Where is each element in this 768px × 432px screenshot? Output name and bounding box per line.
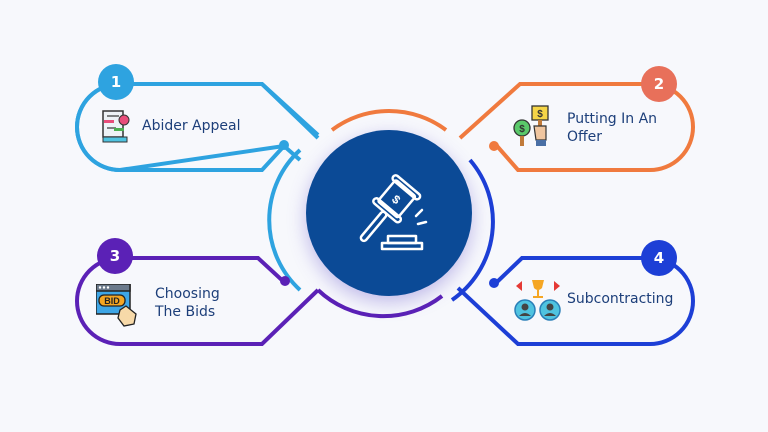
center-circle: $ bbox=[306, 130, 472, 296]
svg-text:$: $ bbox=[389, 192, 403, 207]
step-3-label-line-2: The Bids bbox=[155, 304, 216, 320]
hand-holding-dollar-sign-icon: $ $ bbox=[512, 104, 552, 148]
document-transfer-icon bbox=[98, 108, 134, 144]
team-trophy-icon bbox=[512, 278, 564, 322]
svg-text:$: $ bbox=[519, 124, 525, 135]
step-2-badge: 2 bbox=[641, 66, 677, 102]
step-3-badge: 3 bbox=[97, 238, 133, 274]
step-4-badge: 4 bbox=[641, 240, 677, 276]
step-1-badge: 1 bbox=[98, 64, 134, 100]
step-4-label: Subcontracting bbox=[567, 291, 674, 307]
svg-text:$: $ bbox=[537, 109, 543, 120]
step-1-label: Abider Appeal bbox=[142, 118, 241, 134]
step-2-label-line-1: Putting In An bbox=[567, 111, 658, 127]
step-3-label-line-1: Choosing bbox=[155, 286, 220, 302]
gavel-dollar-icon: $ bbox=[359, 174, 428, 251]
step-3-label: Choosing The Bids bbox=[155, 285, 220, 321]
step-2-label-line-2: Offer bbox=[567, 129, 603, 145]
svg-text:BID: BID bbox=[104, 296, 120, 306]
step-2-label: Putting In An Offer bbox=[567, 110, 657, 146]
bid-click-icon: BID bbox=[95, 283, 142, 328]
